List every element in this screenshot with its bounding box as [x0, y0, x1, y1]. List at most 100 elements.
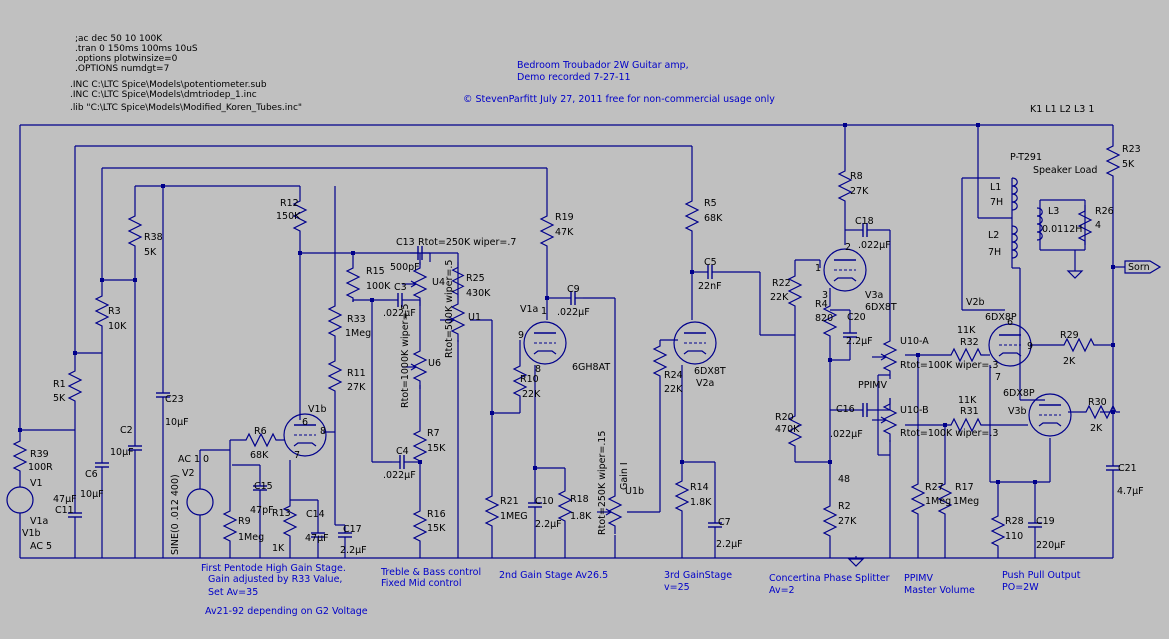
lbl-C15v: 47pF [250, 505, 274, 516]
lbl-R29v: 2K [1063, 356, 1076, 367]
tube-V3b [1028, 393, 1072, 437]
lbl-R13v: 1K [272, 543, 285, 554]
lbl-V2a: V2a [696, 378, 714, 389]
lbl-R32v: 11K [957, 325, 976, 336]
pin-3c: 3 [822, 290, 828, 301]
lbl-R30: R30 [1088, 397, 1107, 408]
lbl-R23v: 5K [1122, 159, 1135, 170]
lbl-U1b-rtot: Rtot=250K wiper=.15 [597, 431, 608, 535]
lbl-C13: C13 [396, 237, 415, 248]
pin-6a: 6 [302, 417, 308, 428]
lbl-R6v: 68K [250, 450, 269, 461]
lbl-U10B: U10-B [900, 405, 929, 416]
note-first-1: First Pentode High Gain Stage. [201, 563, 346, 574]
note-first-4: Av21-92 depending on G2 Voltage [205, 606, 368, 617]
directive-6: .INC C:\LTC Spice\Models\dmtriodep_1.inc [70, 90, 257, 100]
lbl-R5: R5 [704, 198, 717, 209]
pin-9b: 9 [518, 330, 524, 341]
lbl-R2: R2 [838, 501, 851, 512]
lbl-U1rtot: Rtot=500K wiper=.5 [444, 260, 455, 358]
pin-1c: 1 [815, 263, 821, 274]
directive-3: .options plotwinsize=0 [75, 54, 178, 64]
lbl-R3: R3 [108, 306, 121, 317]
lbl-U10A-rtot: Rtot=100K wiper=.3 [900, 360, 998, 371]
ground-symbol-speaker [1067, 267, 1083, 279]
lbl-R8v: 27K [850, 186, 869, 197]
lbl-sorn: Sorn [1128, 262, 1150, 273]
lbl-C5: C5 [704, 257, 717, 268]
lbl-C19: C19 [1036, 516, 1055, 527]
lbl-C14v: 47µF [305, 533, 329, 544]
lbl-C11: C11 [55, 505, 74, 516]
lbl-R7: R7 [427, 428, 440, 439]
resistor-R11 [328, 354, 342, 396]
note-third-2: v=25 [664, 582, 690, 593]
note-treble-1: Treble & Bass control [380, 567, 481, 578]
lbl-R11v: 27K [347, 382, 366, 393]
lbl-R18v: 1.8K [570, 511, 592, 522]
lbl-speaker: Speaker Load [1033, 165, 1097, 176]
lbl-C14: C14 [306, 509, 325, 520]
lbl-V1b: V1b [22, 528, 41, 539]
lbl-R31: R31 [960, 406, 979, 417]
tube-V2a [673, 321, 717, 365]
lbl-R32: R32 [960, 337, 979, 348]
lbl-R28: R28 [1005, 516, 1024, 527]
lbl-C13v: 500pF [390, 262, 420, 273]
note-push-2: PO=2W [1002, 582, 1039, 593]
resistor-R3 [95, 289, 109, 331]
lbl-V1a-type: 6GH8AT [572, 362, 610, 373]
pin-8b: 8 [535, 364, 541, 375]
lbl-PT291: P-T291 [1010, 152, 1042, 163]
pot-U10B [871, 397, 897, 443]
lbl-C10v: 2.2µF [535, 519, 562, 530]
lbl-R13: R13 [272, 508, 291, 519]
lbl-C9v: .022µF [557, 307, 590, 318]
lbl-L3v: 0.0112H [1042, 224, 1082, 235]
voltage-source-V1 [6, 486, 34, 514]
lbl-V3a: V3a [865, 290, 883, 301]
lbl-R2v: 27K [838, 516, 857, 527]
lbl-n48: 48 [838, 474, 850, 485]
lbl-R22v: 22K [770, 292, 789, 303]
lbl-C18: C18 [855, 216, 874, 227]
junction-dots [18, 123, 1115, 484]
lbl-C17v: 2.2µF [340, 545, 367, 556]
lbl-V2b: V2b [966, 297, 985, 308]
lbl-R12: R12 [280, 198, 299, 209]
resistor-R21 [485, 489, 499, 531]
lbl-R16: R16 [427, 509, 446, 520]
lbl-V1a: V1a [520, 304, 538, 315]
lbl-C9: C9 [567, 284, 580, 295]
lbl-L1: L1 [990, 182, 1001, 193]
lbl-L3: L3 [1048, 206, 1059, 217]
lbl-R14: R14 [690, 482, 709, 493]
capacitor-C16 [854, 402, 876, 418]
lbl-U1b: U1b [625, 486, 644, 497]
resistor-R39 [13, 434, 27, 476]
lbl-R39v: 100R [28, 462, 53, 473]
lbl-R3v: 10K [108, 321, 127, 332]
lbl-C2: C2 [120, 425, 133, 436]
lbl-R25v: 430K [466, 288, 491, 299]
lbl-R20v: 470K [775, 424, 800, 435]
lbl-C13rtot: Rtot=250K wiper=.7 [418, 237, 516, 248]
lbl-U4: U4 [432, 277, 445, 288]
lbl-V2b-type: 6DX8P [985, 312, 1017, 323]
title-line-1: Bedroom Troubador 2W Guitar amp, [517, 60, 689, 71]
copyright: © StevenParfitt July 27, 2011 free for n… [463, 94, 775, 105]
pin-7a: 7 [294, 450, 300, 461]
lbl-R26v: 4 [1095, 220, 1101, 231]
lbl-R27: R27 [925, 482, 944, 493]
resistor-R9 [223, 504, 237, 546]
note-conc-1: Concertina Phase Splitter [769, 573, 890, 584]
lbl-U6rtot: Rtot=1000K wiper=.5 [400, 304, 411, 408]
tube-V3a [823, 248, 867, 292]
lbl-R23: R23 [1122, 144, 1141, 155]
lbl-R10v: 22K [522, 389, 541, 400]
lbl-R11: R11 [347, 368, 366, 379]
lbl-C6v: 10µF [80, 489, 104, 500]
lbl-V2a-type: 6DX8T [694, 366, 726, 377]
stage-notes: First Pentode High Gain Stage. Gain adju… [201, 563, 1081, 617]
